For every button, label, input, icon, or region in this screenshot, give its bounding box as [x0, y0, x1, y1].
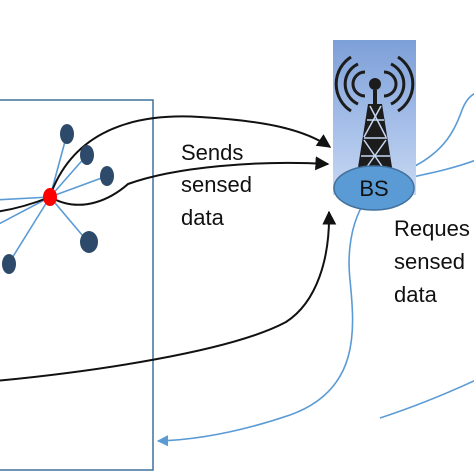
request-label-line-1: Reques	[394, 216, 470, 241]
sensor-nodes	[2, 124, 114, 274]
cluster-links	[0, 133, 108, 264]
link-line	[0, 196, 51, 201]
request-arrow	[379, 380, 474, 419]
sensor-node	[80, 231, 98, 253]
link-line	[49, 196, 89, 243]
sensor-node	[2, 254, 16, 274]
request-label-line-3: data	[394, 282, 438, 307]
send-arrow	[0, 210, 337, 382]
sends-label-line-1: Sends	[181, 140, 243, 165]
sends-label-line-2: sensed	[181, 172, 252, 197]
request-label-line-2: sensed	[394, 249, 465, 274]
base-station: BS	[333, 40, 416, 211]
sends-label-line-3: data	[181, 205, 225, 230]
sensor-node	[100, 166, 114, 186]
base-station-badge	[333, 165, 415, 211]
send-arrow	[49, 115, 332, 197]
send-arrows	[0, 115, 337, 382]
link-line	[49, 175, 108, 198]
sensor-node	[80, 145, 94, 165]
send-arrow	[49, 156, 330, 206]
link-line	[49, 154, 88, 198]
link-line	[0, 196, 51, 225]
base-station-label: BS	[359, 176, 388, 201]
request-arrow	[414, 93, 474, 167]
sensor-node	[60, 124, 74, 144]
link-line	[8, 196, 51, 264]
cluster-head-node	[43, 188, 57, 206]
radio-tower-icon	[334, 55, 415, 180]
sensor-field-region	[0, 99, 154, 471]
